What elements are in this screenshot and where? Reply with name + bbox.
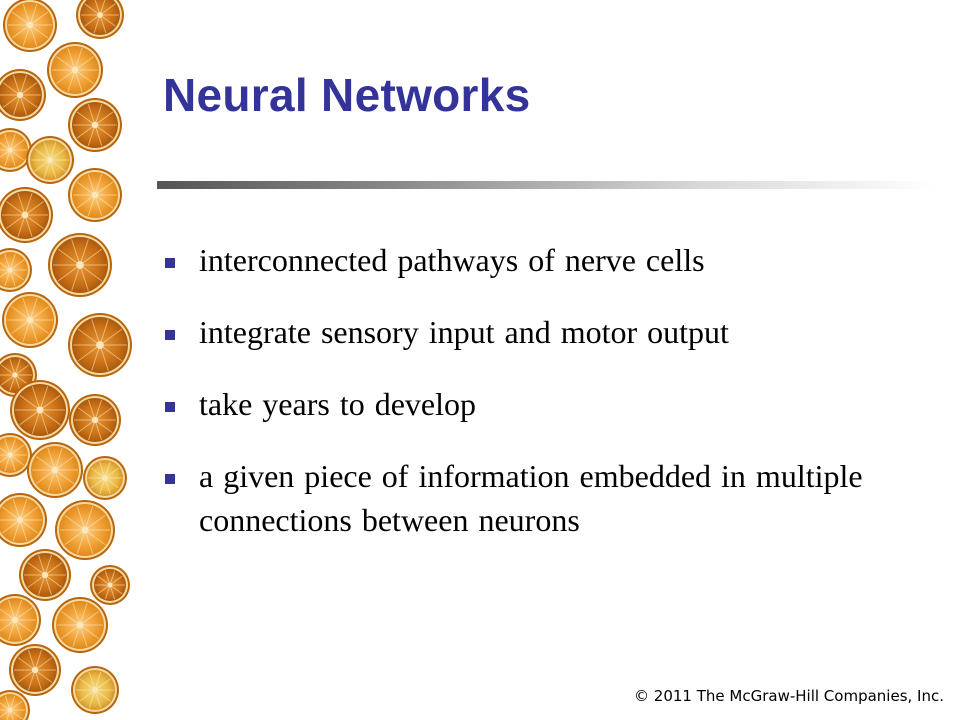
copyright-notice: © 2011 The McGraw-Hill Companies, Inc.: [634, 687, 944, 705]
bullet-text: a given piece of information embedded in…: [199, 458, 863, 538]
orange-slice: [10, 380, 70, 440]
orange-slice: [52, 597, 108, 653]
orange-slice: [0, 493, 47, 547]
orange-slice: [3, 0, 57, 52]
bullet-text: interconnected pathways of nerve cells: [199, 242, 705, 278]
orange-slice: [71, 666, 119, 714]
orange-slice: [26, 136, 74, 184]
orange-slice: [0, 128, 32, 172]
orange-slice: [76, 0, 124, 39]
orange-slice: [69, 394, 121, 446]
orange-slice: [0, 690, 30, 720]
bullet-item: interconnected pathways of nerve cells: [163, 238, 933, 282]
square-bullet-icon: [165, 330, 175, 340]
bullet-list: interconnected pathways of nerve cells i…: [163, 238, 933, 542]
square-bullet-icon: [165, 402, 175, 412]
bullet-item: a given piece of information embedded in…: [163, 454, 933, 542]
bullet-text: integrate sensory input and motor output: [199, 314, 729, 350]
square-bullet-icon: [165, 474, 175, 484]
orange-slice: [55, 500, 115, 560]
orange-slice: [83, 456, 127, 500]
bullet-text: take years to develop: [199, 386, 476, 422]
orange-slice: [19, 549, 71, 601]
title-divider: [157, 181, 937, 189]
orange-slice: [48, 233, 112, 297]
orange-slice: [2, 292, 58, 348]
orange-slice: [9, 644, 61, 696]
orange-slice: [0, 248, 32, 292]
orange-slice: [68, 98, 122, 152]
orange-slice: [0, 69, 46, 121]
orange-slices-decoration: [0, 0, 160, 720]
slide-title: Neural Networks: [163, 69, 531, 121]
square-bullet-icon: [165, 258, 175, 268]
orange-slices-image: [0, 0, 132, 720]
orange-slice: [0, 433, 32, 477]
orange-slice: [0, 594, 41, 646]
bullet-item: integrate sensory input and motor output: [163, 310, 933, 354]
orange-slice: [68, 313, 132, 377]
orange-slice: [90, 565, 130, 605]
orange-slice: [47, 42, 103, 98]
orange-slice: [27, 442, 83, 498]
orange-slice: [0, 187, 53, 243]
bullet-item: take years to develop: [163, 382, 933, 426]
orange-slice: [68, 168, 122, 222]
